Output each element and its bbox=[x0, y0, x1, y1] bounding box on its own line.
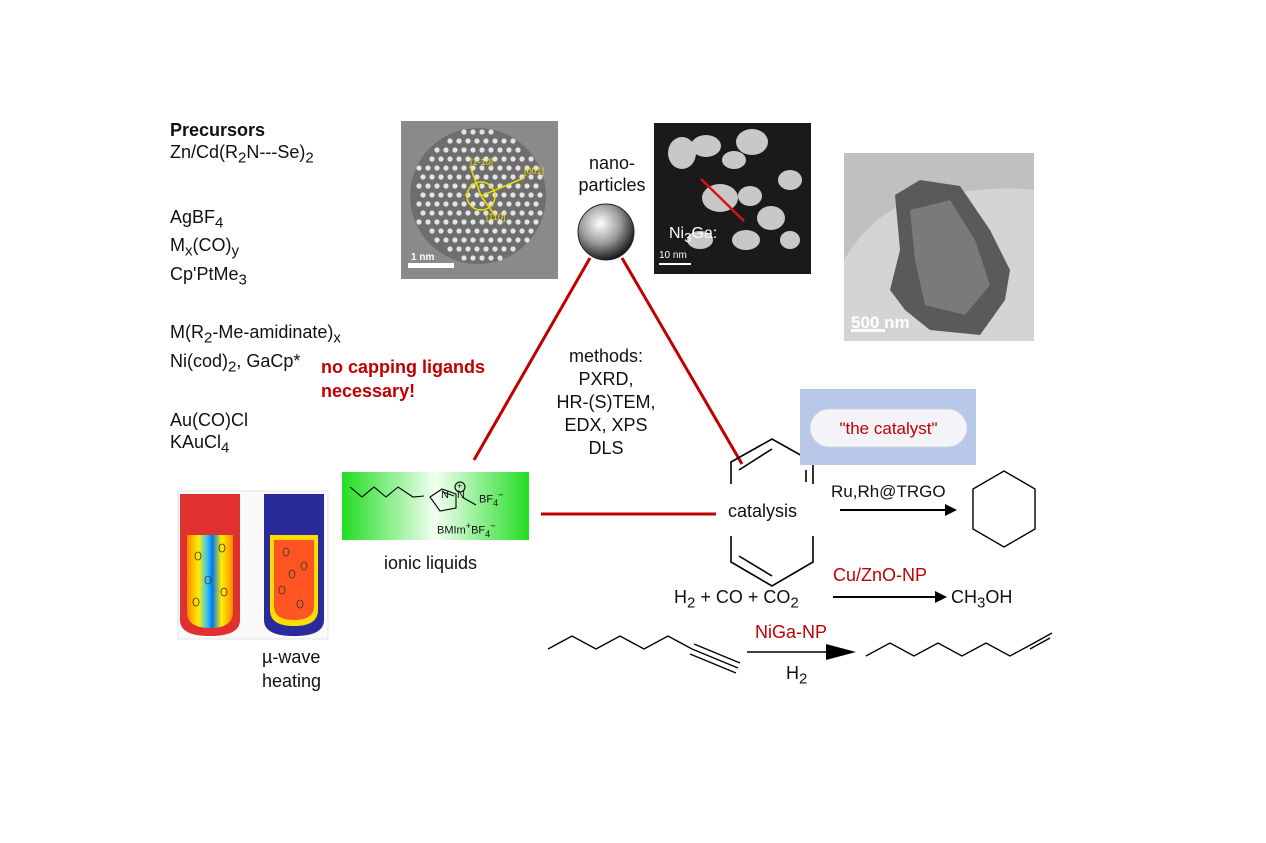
triangle-left-edge bbox=[472, 257, 592, 461]
benzene-ring bbox=[730, 438, 814, 587]
octene-structure bbox=[865, 632, 1053, 657]
precursors-title: Precursors bbox=[170, 120, 266, 140]
tem-scale-label: 500 nm bbox=[851, 313, 910, 332]
hrtem-micrograph bbox=[401, 121, 558, 279]
nanoparticle-sphere bbox=[577, 203, 635, 261]
precursors-block: Precursors Zn/Cd(R2N---Se)2 AgBF4 Mx(CO)… bbox=[170, 119, 341, 459]
precursor-5: M(R2-Me-amidinate)x bbox=[170, 322, 341, 347]
imidazolium-n1: N bbox=[441, 489, 449, 501]
reaction3-arrow bbox=[747, 644, 856, 660]
bmim-structure bbox=[349, 481, 477, 512]
hrtem-direction-2: [001] bbox=[524, 166, 545, 176]
reaction2-arrow bbox=[833, 591, 947, 603]
reaction2-reactants: H2 + CO + CO2 bbox=[674, 587, 799, 612]
precursor-8: KAuCl4 bbox=[170, 431, 230, 457]
no-capping-note: no capping ligands necessary! bbox=[321, 357, 486, 401]
microwave-label: µ-wave heating bbox=[262, 647, 322, 691]
imidazolium-n3: N bbox=[457, 489, 465, 501]
catalyst-pill-label: "the catalyst" bbox=[839, 419, 938, 438]
catalysis-label: catalysis bbox=[728, 501, 798, 521]
reaction3-reagent: H2 bbox=[786, 663, 808, 688]
microwave-tubes bbox=[177, 490, 329, 640]
methods-list: methods: PXRD, HR-(S)TEM, EDX, XPS DLS bbox=[556, 346, 656, 458]
reaction1-arrow bbox=[840, 504, 957, 516]
cyclohexane-structure bbox=[972, 470, 1036, 548]
tem-micrograph bbox=[844, 153, 1034, 341]
ionic-formula: BMIm+BF4− bbox=[437, 521, 496, 539]
precursor-4: Cp'PtMe3 bbox=[170, 263, 247, 289]
reaction2-product: CH3OH bbox=[951, 587, 1013, 612]
precursor-1: Zn/Cd(R2N---Se)2 bbox=[170, 142, 314, 167]
octyne-structure bbox=[547, 635, 741, 674]
reaction2-catalyst: Cu/ZnO-NP bbox=[833, 565, 928, 585]
ionic-liquids-label: ionic liquids bbox=[384, 553, 478, 573]
ionic-liquid-box bbox=[342, 472, 529, 540]
anion-label: BF4− bbox=[479, 490, 504, 508]
reaction3-catalyst: NiGa-NP bbox=[755, 622, 828, 642]
precursor-6: Ni(cod)2, GaCp* bbox=[170, 350, 301, 376]
reaction1-catalyst: Ru,Rh@TRGO bbox=[831, 482, 946, 501]
hrtem-direction-3: [110] bbox=[486, 212, 506, 222]
stem-ni3ga-label: Ni3Ga: bbox=[669, 225, 718, 246]
nanoparticles-label: nano- particles bbox=[578, 153, 646, 195]
catalyst-pill bbox=[809, 408, 968, 448]
triangle-right-edge bbox=[620, 257, 744, 465]
precursor-7: Au(CO)Cl bbox=[170, 409, 249, 430]
hrtem-scale-label: 1 nm bbox=[411, 252, 435, 263]
hrtem-direction-1: [1-10] bbox=[470, 157, 494, 167]
stem-scale-label: 10 nm bbox=[659, 250, 687, 261]
precursor-3: Mx(CO)y bbox=[170, 235, 239, 260]
imidazolium-charge: + bbox=[457, 481, 463, 491]
stem-micrograph bbox=[654, 123, 811, 274]
precursor-2: AgBF4 bbox=[170, 206, 224, 232]
